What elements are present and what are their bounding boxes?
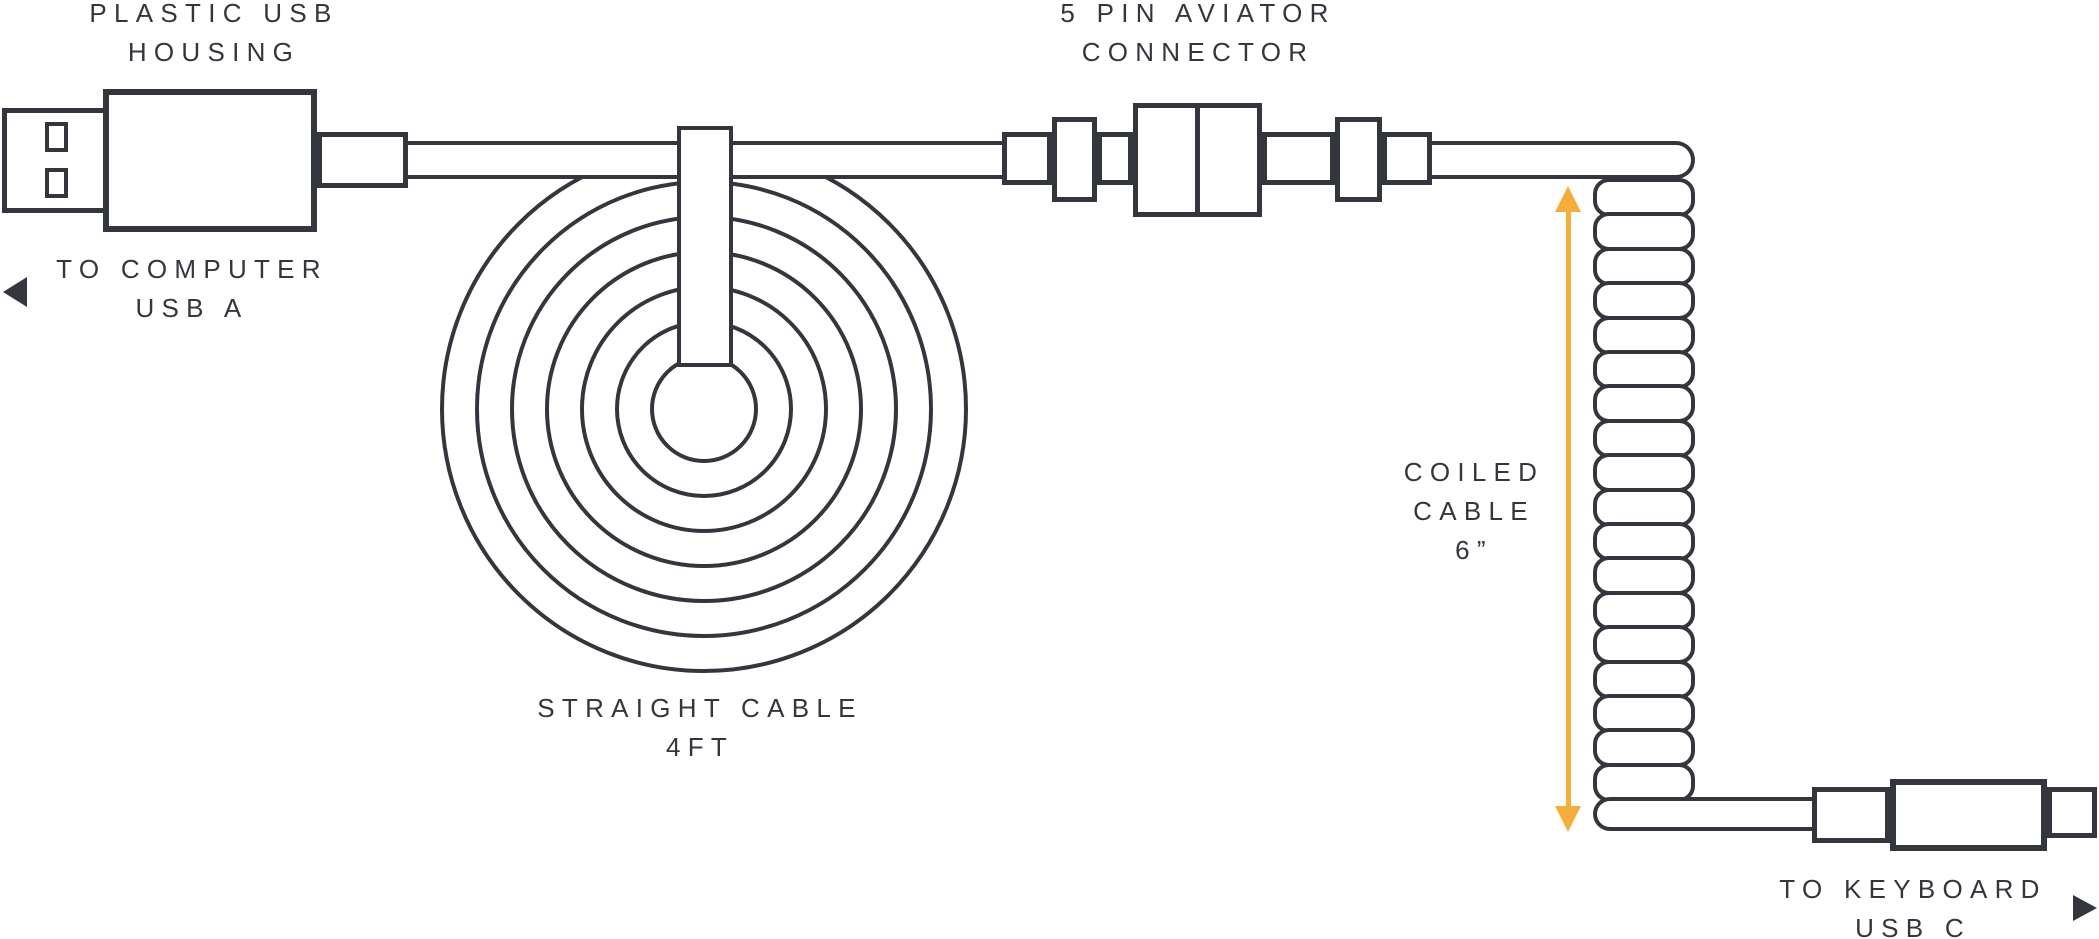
coil-loop	[1593, 246, 1695, 286]
coiled-cable-label: COILED CABLE 6”	[1404, 453, 1544, 570]
aviator-connector-label-line1: 5 PIN AVIATOR	[1060, 0, 1336, 28]
to-keyboard-label-line1: TO KEYBOARD	[1779, 874, 2047, 904]
coil-length-arrow-line	[1566, 205, 1571, 815]
coil-loop	[1593, 556, 1695, 596]
aviator-collar-right	[1382, 132, 1432, 185]
coiled-cable-label-line3: 6”	[1455, 535, 1493, 565]
aviator-ring-right	[1335, 117, 1382, 202]
coil-loop	[1593, 694, 1695, 733]
to-computer-label-line2: USB A	[135, 293, 249, 323]
coil-cross-band	[677, 126, 733, 367]
usb-c-body	[1890, 779, 2047, 851]
to-computer-label-line1: TO COMPUTER	[56, 254, 328, 284]
plastic-housing-label-line2: HOUSING	[127, 37, 301, 67]
usb-a-contact-top	[45, 122, 68, 152]
coil-loop	[1593, 625, 1695, 665]
coil-loop	[1593, 728, 1695, 768]
straight-cable-label-line2: 4FT	[665, 732, 735, 762]
coil-loop	[1593, 315, 1695, 355]
straight-cable-label: STRAIGHT CABLE 4FT	[537, 689, 862, 767]
straight-cable-label-line1: STRAIGHT CABLE	[537, 693, 863, 723]
plastic-housing-label-line1: PLASTIC USB	[89, 0, 339, 28]
aviator-connector-label-line2: CONNECTOR	[1081, 37, 1315, 67]
aviator-ring-left	[1052, 117, 1097, 202]
usb-a-contact-bottom	[45, 168, 68, 198]
coiled-cable-label-line1: COILED	[1403, 457, 1545, 487]
coil-loop	[1593, 487, 1695, 527]
right-arrow-icon	[2073, 895, 2097, 921]
aviator-collar-left	[1002, 132, 1052, 185]
arrow-down-icon	[1555, 806, 1581, 832]
to-keyboard-label-line2: USB C	[1855, 913, 1971, 939]
usb-c-collar	[1812, 787, 1890, 843]
coil-loop	[1593, 178, 1695, 217]
coil-loop	[1593, 418, 1695, 458]
usb-c-tip	[2047, 787, 2097, 838]
aviator-neck-right	[1262, 132, 1335, 185]
coil-loop	[1593, 522, 1695, 561]
to-computer-label: TO COMPUTER USB A	[56, 250, 328, 328]
to-keyboard-label: TO KEYBOARD USB C	[1779, 870, 2046, 939]
aviator-connector-label: 5 PIN AVIATOR CONNECTOR	[1060, 0, 1335, 72]
arrow-up-icon	[1555, 186, 1581, 212]
coil-loop	[1593, 453, 1695, 493]
coil-loop	[1593, 659, 1695, 699]
left-arrow-icon	[3, 277, 27, 307]
usb-a-plastic-housing	[103, 89, 317, 232]
coil-loop	[1593, 762, 1695, 802]
coil-loop	[1593, 590, 1695, 630]
coil-loop	[1593, 384, 1695, 424]
plastic-housing-label: PLASTIC USB HOUSING	[89, 0, 338, 72]
coiled-cable-label-line2: CABLE	[1413, 496, 1535, 526]
coil-loop	[1593, 350, 1695, 389]
coil-loop	[1593, 281, 1695, 321]
aviator-neck-left	[1097, 132, 1133, 185]
aviator-body-divider	[1195, 106, 1200, 214]
coil-loop	[1593, 212, 1695, 252]
usb-a-strain-relief	[317, 132, 408, 188]
